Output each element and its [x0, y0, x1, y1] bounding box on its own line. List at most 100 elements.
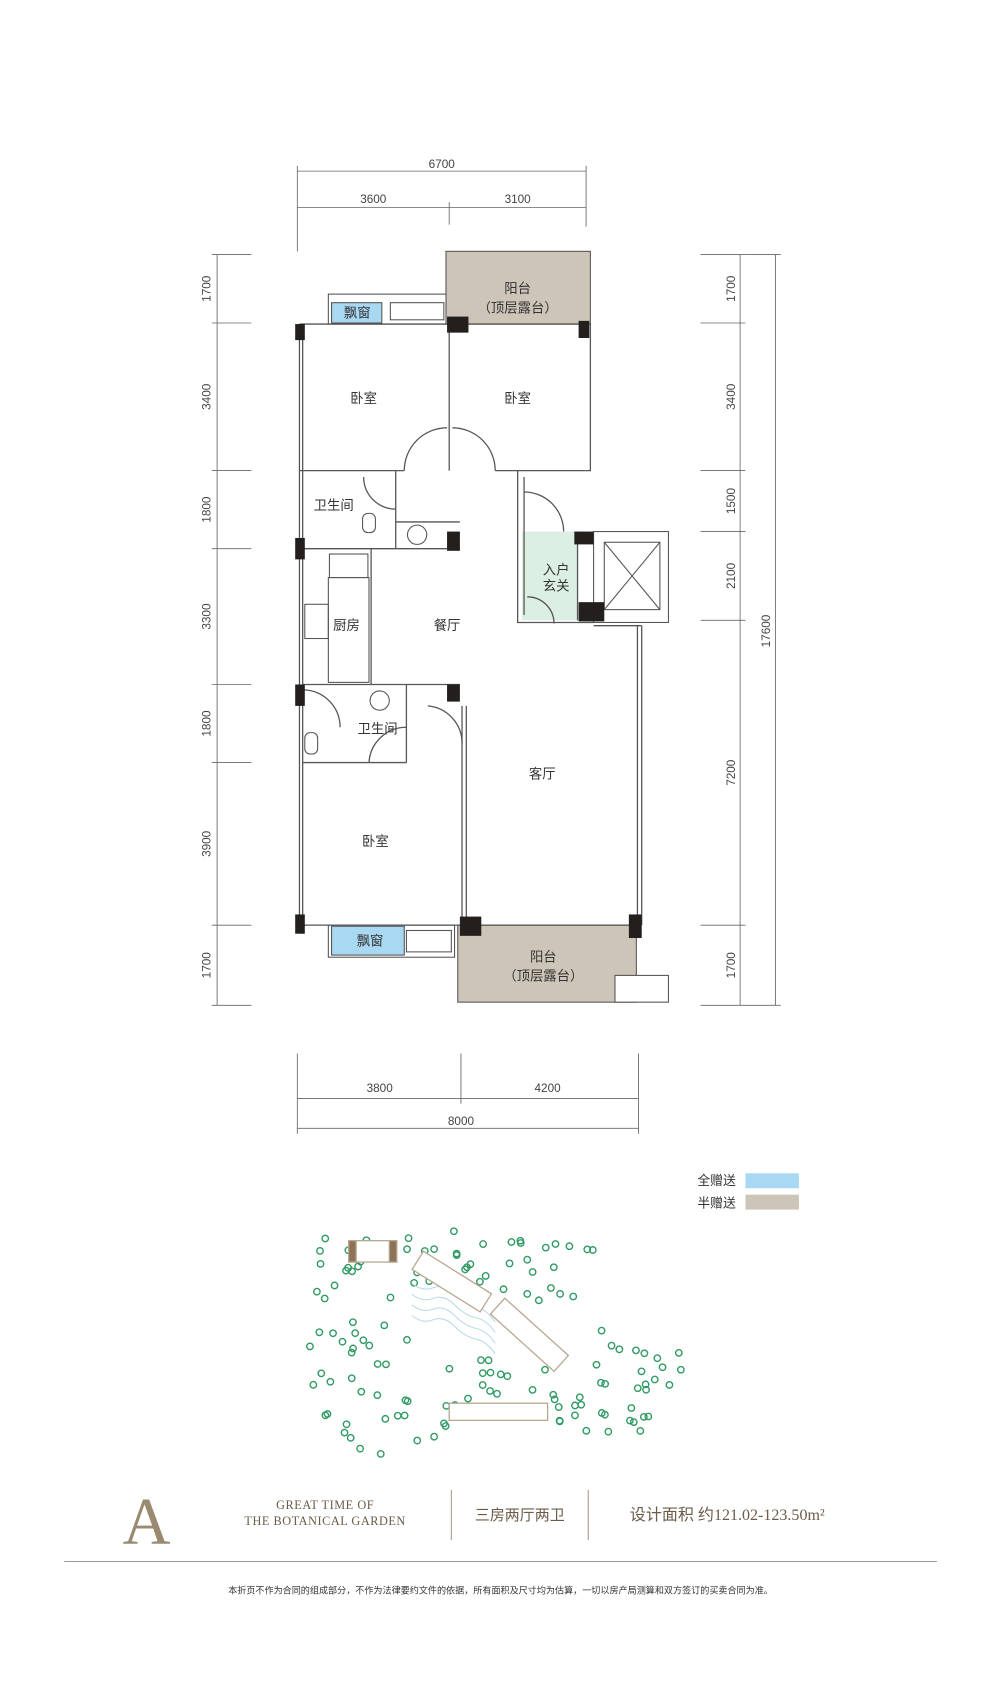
- dim-left: 1700: [201, 275, 214, 302]
- tree-icon: [523, 1255, 532, 1264]
- tree-icon: [541, 1365, 549, 1374]
- tree-icon: [321, 1411, 330, 1420]
- tree-icon: [461, 1265, 470, 1274]
- ac-unit-bottom: [405, 929, 452, 953]
- toilet-icon-2: [304, 732, 319, 755]
- dim-right: 1700: [725, 275, 738, 302]
- dimension-lines: [216, 165, 776, 1134]
- tree-icon: [597, 1378, 605, 1387]
- tree-icon: [326, 1377, 335, 1386]
- label-balcony-top: 阳台: [504, 281, 531, 297]
- tree-icon: [642, 1385, 650, 1394]
- label-balcony-top-sub: （顶层露台）: [478, 300, 558, 316]
- kitchen-sink-icon: [304, 603, 329, 640]
- dim-left: 1700: [201, 952, 214, 979]
- tree-icon: [356, 1444, 365, 1453]
- tree-icon: [550, 1395, 559, 1404]
- tree-icon: [549, 1390, 558, 1399]
- label-bath-1: 卫生间: [314, 498, 354, 514]
- tree-icon: [541, 1243, 550, 1252]
- tree-icon: [604, 1427, 613, 1436]
- tree-icon: [496, 1370, 505, 1379]
- tree-icon: [342, 1266, 350, 1275]
- elevator-x-icon: [603, 541, 661, 610]
- tree-icon: [607, 1341, 616, 1350]
- slogan-line-1: GREAT TIME OF: [276, 1498, 374, 1512]
- tree-icon: [349, 1318, 357, 1327]
- tree-icon: [481, 1272, 490, 1280]
- balcony-top: [445, 250, 591, 325]
- tree-icon: [597, 1326, 606, 1335]
- tree-icon: [400, 1411, 409, 1420]
- tree-icon: [639, 1413, 648, 1421]
- room-labels: 阳台 （顶层露台） 飘窗 卧室 卧室 卫生间 厨房 餐厅 入户 玄关 卫生间 客…: [314, 281, 584, 985]
- legend: 全赠送 半赠送: [697, 1173, 799, 1211]
- foyer: [521, 531, 578, 621]
- tree-icon: [351, 1329, 360, 1338]
- tree-icon: [479, 1240, 488, 1248]
- tree-icon: [316, 1247, 324, 1255]
- basin-icon-2: [369, 690, 390, 711]
- dim-top-1: 3600: [360, 193, 387, 206]
- label-living: 客厅: [529, 766, 556, 783]
- tree-icon: [403, 1335, 411, 1344]
- tree-icon: [676, 1365, 685, 1374]
- balcony-bottom: [457, 924, 637, 1003]
- tree-icon: [571, 1401, 579, 1410]
- dim-left: 3900: [201, 830, 214, 857]
- tree-icon: [475, 1277, 484, 1286]
- tree-icon: [650, 1375, 659, 1384]
- tree-icon: [505, 1259, 514, 1268]
- dim-top-2: 3100: [505, 193, 532, 206]
- tree-icon: [403, 1245, 411, 1254]
- tree-icon: [442, 1401, 451, 1410]
- tree-icon: [499, 1285, 508, 1294]
- dim-left: 1800: [201, 496, 214, 523]
- tree-icon: [534, 1296, 543, 1305]
- slogan-line-2: THE BOTANICAL GARDEN: [244, 1514, 405, 1528]
- dim-left: 3400: [201, 383, 214, 410]
- tree-icon: [393, 1411, 402, 1420]
- label-entry-2: 玄关: [543, 577, 570, 594]
- tree-icon: [486, 1387, 494, 1395]
- tree-icon: [477, 1356, 485, 1365]
- tree-icon: [528, 1385, 537, 1394]
- tree-icon: [674, 1348, 683, 1357]
- tree-icon: [493, 1389, 501, 1398]
- tree-icon: [632, 1346, 640, 1355]
- tree-icon: [440, 1419, 448, 1428]
- tree-icon: [575, 1393, 584, 1402]
- tree-icon: [320, 1294, 329, 1303]
- dimensions: 6700 3600 3100 3800 4200 8000 1700340018…: [201, 158, 781, 1134]
- dim-right: 2100: [725, 562, 738, 589]
- tree-icon: [644, 1412, 653, 1421]
- tree-icon: [549, 1263, 558, 1272]
- tree-icon: [317, 1369, 326, 1378]
- site-buildings: [348, 1240, 570, 1421]
- tree-icon: [503, 1372, 512, 1381]
- dim-right: 1700: [725, 952, 738, 979]
- label-dining: 餐厅: [434, 618, 461, 634]
- tree-icon: [582, 1426, 591, 1435]
- tree-icon: [404, 1234, 413, 1243]
- tree-icon: [486, 1368, 495, 1377]
- tree-icon: [413, 1436, 422, 1445]
- tree-icon: [382, 1360, 390, 1369]
- tree-icon: [577, 1400, 586, 1409]
- label-bedroom-2: 卧室: [504, 390, 531, 407]
- dim-bottom-1: 3800: [367, 1082, 394, 1095]
- tree-icon: [569, 1292, 578, 1301]
- tree-icon: [555, 1416, 564, 1425]
- dimension-ticks: [211, 254, 781, 1006]
- dim-right: 7200: [725, 759, 738, 786]
- tree-icon: [615, 1345, 624, 1354]
- tree-icon: [571, 1411, 579, 1420]
- tree-icon: [637, 1367, 646, 1376]
- tree-icon: [365, 1341, 374, 1350]
- tree-icon: [315, 1328, 324, 1337]
- tree-icon: [523, 1290, 532, 1298]
- tree-icon: [312, 1287, 321, 1296]
- tree-icon: [583, 1245, 592, 1254]
- tree-icon: [653, 1354, 662, 1363]
